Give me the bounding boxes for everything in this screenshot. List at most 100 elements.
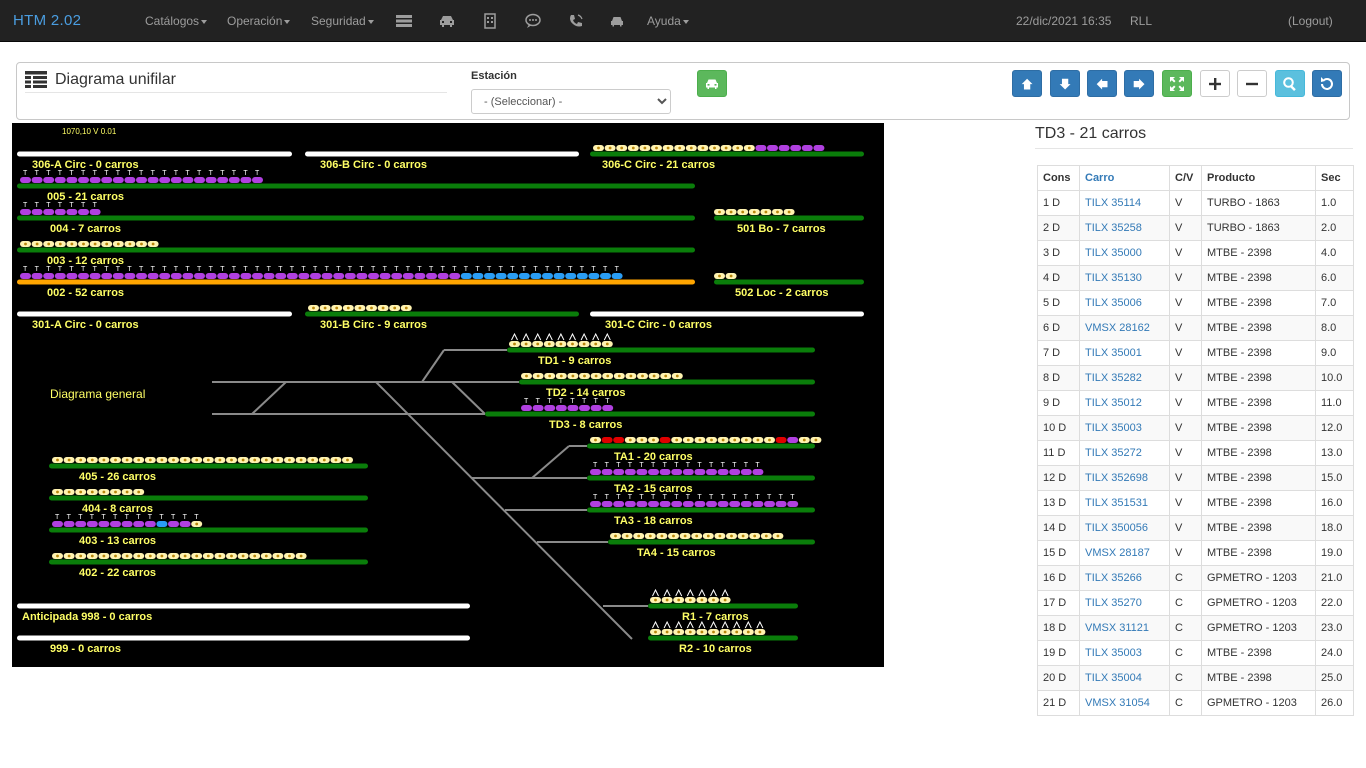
cell-carro-link[interactable]: TILX 352698 <box>1079 465 1170 491</box>
cell-carro-link[interactable]: TILX 35012 <box>1079 390 1170 416</box>
col-header-cv[interactable]: C/V <box>1169 165 1202 191</box>
track-label[interactable]: R1 - 7 carros <box>682 611 749 623</box>
track-label[interactable]: 405 - 26 carros <box>79 471 156 483</box>
track-label[interactable]: Anticipada 998 - 0 carros <box>22 611 152 623</box>
track-label[interactable]: 402 - 22 carros <box>79 567 156 579</box>
col-header-cons[interactable]: Cons <box>1037 165 1080 191</box>
move-up-button[interactable] <box>1012 70 1042 97</box>
car-icon[interactable] <box>438 12 456 30</box>
move-right-button[interactable] <box>1124 70 1154 97</box>
track-label[interactable]: 301-A Circ - 0 carros <box>32 319 139 331</box>
track-label[interactable]: 301-B Circ - 9 carros <box>320 319 427 331</box>
cell-carro-link[interactable]: VMSX 31121 <box>1079 615 1170 641</box>
general-diagram-label[interactable]: Diagrama general <box>50 387 145 401</box>
track-label[interactable]: 004 - 7 carros <box>50 223 121 235</box>
cell-carro-link[interactable]: TILX 351531 <box>1079 490 1170 516</box>
car-button[interactable] <box>697 70 727 97</box>
track-label[interactable]: TD2 - 14 carros <box>546 387 625 399</box>
cell-carro-link[interactable]: TILX 35004 <box>1079 665 1170 691</box>
track-label[interactable]: TA3 - 18 carros <box>614 515 693 527</box>
cell-carro-link[interactable]: VMSX 28162 <box>1079 315 1170 341</box>
search-button[interactable] <box>1275 70 1305 97</box>
logout-link[interactable]: (Logout) <box>1288 14 1333 28</box>
track-label[interactable]: R2 - 10 carros <box>679 643 752 655</box>
building-icon[interactable] <box>481 12 499 30</box>
track-label[interactable]: 003 - 12 carros <box>47 255 124 267</box>
zoom-out-button[interactable] <box>1237 70 1267 97</box>
track-label[interactable]: 002 - 52 carros <box>47 287 124 299</box>
track-label[interactable]: 306-A Circ - 0 carros <box>32 159 139 171</box>
track-label[interactable]: 999 - 0 carros <box>50 643 121 655</box>
cell-carro-link[interactable]: TILX 35000 <box>1079 240 1170 266</box>
fit-screen-button[interactable] <box>1162 70 1192 97</box>
track-label[interactable]: 501 Bo - 7 carros <box>737 223 826 235</box>
move-left-button[interactable] <box>1087 70 1117 97</box>
cell-carro-link[interactable]: TILX 35272 <box>1079 440 1170 466</box>
track-label[interactable]: 306-B Circ - 0 carros <box>320 159 427 171</box>
track-label[interactable]: TD3 - 8 carros <box>549 419 622 431</box>
cell-carro-link[interactable]: VMSX 31054 <box>1079 690 1170 716</box>
brand-logo[interactable]: HTM 2.02 <box>13 12 82 29</box>
track-label[interactable]: TA2 - 15 carros <box>614 483 693 495</box>
cell-carro-link[interactable]: TILX 35258 <box>1079 215 1170 241</box>
col-header-carro[interactable]: Carro <box>1079 165 1170 191</box>
cell-carro-link[interactable]: TILX 35003 <box>1079 640 1170 666</box>
cell-carro-link[interactable]: TILX 35114 <box>1079 190 1170 216</box>
phone-volume-icon[interactable] <box>567 12 585 30</box>
track-label[interactable]: 404 - 8 carros <box>82 503 153 515</box>
track-label[interactable]: TA1 - 20 carros <box>614 451 693 463</box>
menu-operacion[interactable]: Operación <box>227 14 291 28</box>
cell-carro-link[interactable]: TILX 35001 <box>1079 340 1170 366</box>
cell-carro-link[interactable]: VMSX 28187 <box>1079 540 1170 566</box>
cell-carro-link[interactable]: TILX 35270 <box>1079 590 1170 616</box>
cell-carro-link[interactable]: TILX 35130 <box>1079 265 1170 291</box>
cell-carro-link[interactable]: TILX 35006 <box>1079 290 1170 316</box>
cell-carro-link[interactable]: TILX 35282 <box>1079 365 1170 391</box>
track-label[interactable]: 403 - 13 carros <box>79 535 156 547</box>
cell-carro-link[interactable]: TILX 35003 <box>1079 415 1170 441</box>
menu-catalogos[interactable]: Catálogos <box>145 14 208 28</box>
menu-ayuda[interactable]: Ayuda <box>647 14 689 28</box>
move-down-button[interactable] <box>1050 70 1080 97</box>
zoom-in-button[interactable] <box>1200 70 1230 97</box>
cell-carro-link[interactable]: TILX 35266 <box>1079 565 1170 591</box>
menu-seguridad[interactable]: Seguridad <box>311 14 374 28</box>
track-label[interactable]: TA4 - 15 carros <box>637 547 716 559</box>
col-header-producto[interactable]: Producto <box>1201 165 1316 191</box>
server-icon[interactable] <box>395 12 413 30</box>
refresh-button[interactable] <box>1312 70 1342 97</box>
track-label[interactable]: 301-C Circ - 0 carros <box>605 319 712 331</box>
track-label[interactable]: TD1 - 9 carros <box>538 355 611 367</box>
comment-icon[interactable] <box>524 12 542 30</box>
estacion-select[interactable]: - (Seleccionar) - <box>471 89 671 114</box>
cell-carro-link[interactable]: TILX 350056 <box>1079 515 1170 541</box>
track-label[interactable]: 502 Loc - 2 carros <box>735 287 829 299</box>
track-label[interactable]: 306-C Circ - 21 carros <box>602 159 715 171</box>
track-label[interactable]: 005 - 21 carros <box>47 191 124 203</box>
col-header-sec[interactable]: Sec <box>1315 165 1354 191</box>
car-small-icon[interactable] <box>608 12 626 30</box>
